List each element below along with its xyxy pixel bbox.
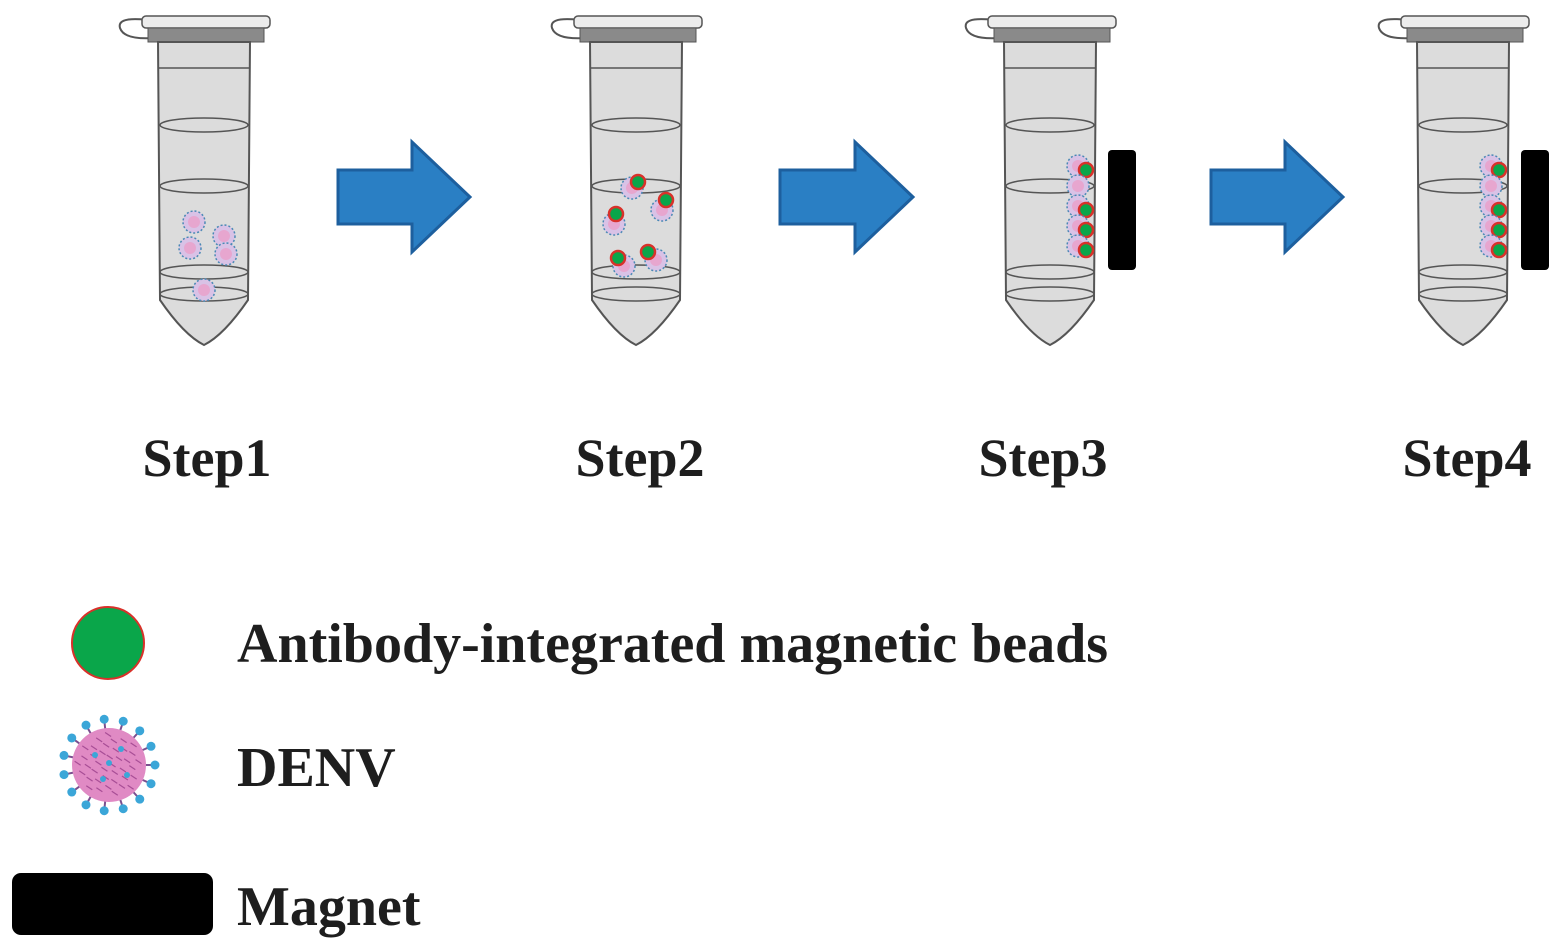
tube-step-2 xyxy=(550,15,703,347)
legend-bead-icon xyxy=(71,606,145,680)
magnetic-bead xyxy=(1490,161,1508,179)
denv-particle xyxy=(192,278,216,302)
step-label-4: Step4 xyxy=(1402,428,1531,488)
step-label-2: Step2 xyxy=(575,428,704,488)
magnetic-bead xyxy=(639,243,657,261)
magnetic-bead xyxy=(1490,221,1508,239)
tube-step-1 xyxy=(118,15,271,347)
magnetic-bead xyxy=(1490,241,1508,259)
magnetic-bead xyxy=(1077,241,1095,259)
legend-denv-icon xyxy=(59,714,160,816)
magnetic-bead xyxy=(607,205,625,223)
magnet-bar xyxy=(1521,150,1549,270)
denv-particle xyxy=(1066,174,1090,198)
magnetic-bead xyxy=(1077,161,1095,179)
denv-particle xyxy=(182,210,206,234)
step-label-3: Step3 xyxy=(978,428,1107,488)
process-arrow-3 xyxy=(1209,138,1346,256)
magnetic-bead xyxy=(1077,201,1095,219)
legend-bead-label: Antibody-integrated magnetic beads xyxy=(237,613,1108,675)
legend-magnet-icon xyxy=(12,873,213,935)
denv-particle xyxy=(178,236,202,260)
denv-particle xyxy=(214,242,238,266)
legend-denv-label: DENV xyxy=(237,737,396,799)
magnetic-bead xyxy=(657,191,675,209)
process-arrow-1 xyxy=(336,138,473,256)
tubes-layer xyxy=(118,15,1549,347)
magnet-bar xyxy=(1108,150,1136,270)
process-arrow-2 xyxy=(778,138,916,256)
step-label-1: Step1 xyxy=(142,428,271,488)
magnetic-bead xyxy=(1490,201,1508,219)
legend-magnet-label: Magnet xyxy=(237,876,421,938)
tube-step-3 xyxy=(964,15,1136,347)
magnetic-bead xyxy=(609,249,627,267)
denv-particle xyxy=(1479,174,1503,198)
magnetic-bead xyxy=(629,173,647,191)
tube-step-4 xyxy=(1377,15,1549,347)
magnetic-bead xyxy=(1077,221,1095,239)
